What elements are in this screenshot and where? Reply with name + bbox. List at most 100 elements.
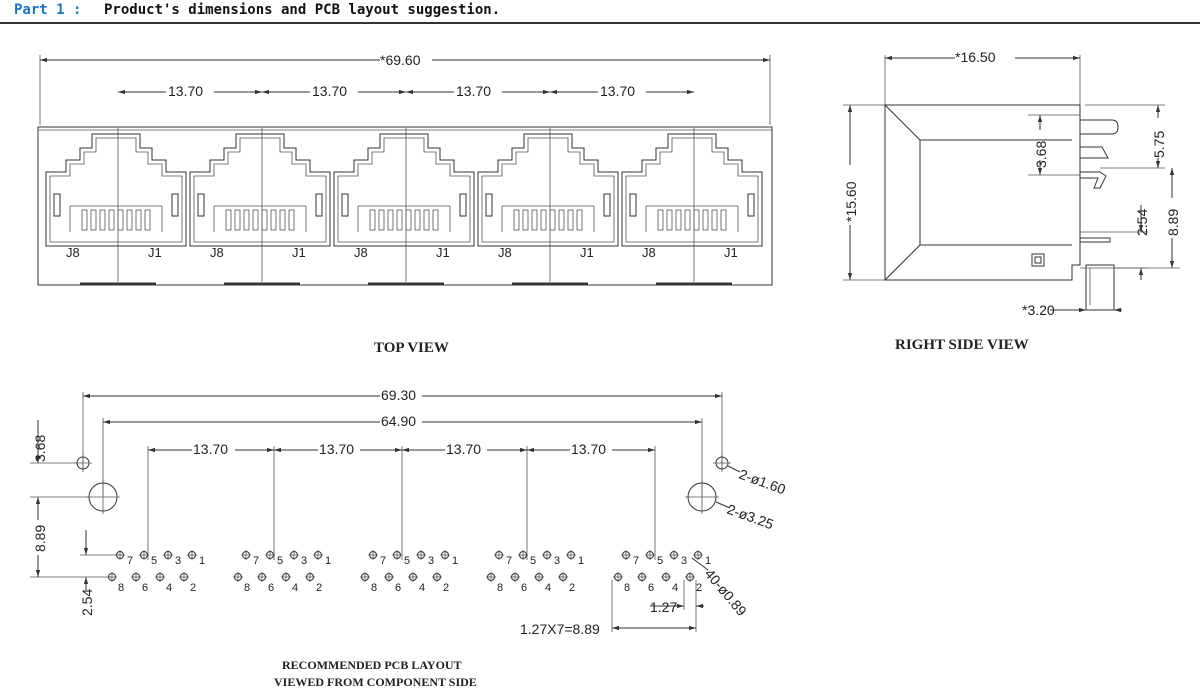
- top-pitch-3: 13.70: [456, 83, 491, 99]
- pin-number: 7: [633, 555, 639, 567]
- port-label-j8: J8: [210, 245, 224, 260]
- right-side-caption: RIGHT SIDE VIEW: [895, 337, 1029, 353]
- pcb-caption-line2: VIEWED FROM COMPONENT SIDE: [274, 675, 477, 689]
- pin-group: 7 8 5 6 3 4 1 2: [233, 550, 331, 594]
- pin-number: 8: [624, 582, 630, 594]
- pin-number: 4: [545, 582, 551, 594]
- top-pitch-1: 13.70: [168, 83, 203, 99]
- rj45-port: J8 J1: [477, 128, 619, 286]
- side-3-20: *3.20: [1022, 302, 1055, 318]
- side-5-75: 5.75: [1151, 131, 1167, 158]
- rj45-port: J8 J1: [45, 128, 187, 286]
- pcb-3-68: 3.68: [32, 435, 48, 462]
- pin-number: 5: [530, 555, 536, 567]
- port-label-j1: J1: [724, 245, 738, 260]
- pin-group: 7 8 5 6 3 4 1 2: [360, 550, 458, 594]
- pin-number: 5: [657, 555, 663, 567]
- rj45-ports: J8 J1 J8 J1 J8 J1 J8 J1 J8 J1: [45, 128, 763, 286]
- part-label: Part 1 :: [14, 2, 82, 18]
- pcb-outer-width: 69.30: [381, 387, 416, 403]
- port-label-j8: J8: [66, 245, 80, 260]
- hole-large-callout: 2-ø3.25: [725, 501, 776, 533]
- top-pitch-4: 13.70: [600, 83, 635, 99]
- pin-number: 2: [190, 582, 196, 594]
- pin-number: 8: [371, 582, 377, 594]
- side-depth: *16.50: [955, 49, 996, 65]
- right-side-view: *16.50 *15.60 3.68 5.75: [843, 49, 1181, 318]
- top-pitch-2: 13.70: [312, 83, 347, 99]
- pin-number: 4: [672, 582, 678, 594]
- pin-number: 3: [428, 555, 434, 567]
- pcb-pitch-dims: 13.70 13.70 13.70 13.70: [147, 441, 656, 560]
- pin-number: 3: [301, 555, 307, 567]
- top-overall-width: *69.60: [380, 52, 421, 68]
- port-label-j8: J8: [354, 245, 368, 260]
- pin-number: 4: [419, 582, 425, 594]
- pin-number: 5: [277, 555, 283, 567]
- top-pitch-dims: 13.70 13.70 13.70 13.70: [118, 83, 694, 99]
- side-3-68: 3.68: [1033, 141, 1049, 168]
- pcb-pitch-2: 13.70: [319, 441, 354, 457]
- side-body: [884, 104, 1081, 281]
- pin-number: 5: [151, 555, 157, 567]
- pin-number: 3: [175, 555, 181, 567]
- pcb-row-span: 1.27X7=8.89: [520, 621, 600, 637]
- pin-number: 7: [506, 555, 512, 567]
- pin-number: 8: [497, 582, 503, 594]
- pin-number: 2: [569, 582, 575, 594]
- pcb-8-89: 8.89: [32, 525, 48, 552]
- pcb-layout: 69.30 64.90 13.70 13.70 13.70 13.70: [30, 387, 788, 637]
- top-view-caption: TOP VIEW: [374, 340, 449, 356]
- pin-number: 1: [199, 555, 205, 567]
- pin-number: 4: [292, 582, 298, 594]
- signal-holes-callout: 40-ø0.89: [702, 566, 750, 619]
- pin-number: 4: [166, 582, 172, 594]
- pin-number: 6: [521, 582, 527, 594]
- port-label-j8: J8: [642, 245, 656, 260]
- pin-number: 6: [648, 582, 654, 594]
- pin-number: 1: [325, 555, 331, 567]
- port-label-j8: J8: [498, 245, 512, 260]
- pin-number: 5: [404, 555, 410, 567]
- pcb-pitch-1: 13.70: [193, 441, 228, 457]
- pin-group: 7 8 5 6 3 4 1 2: [613, 550, 711, 594]
- rj45-port: J8 J1: [333, 128, 475, 286]
- signal-pin-holes: 7 8 5 6 3 4 1 2 7 8 5 6 3 4 1 2 7 8 5 6 3 4 1 2 7 8 5 6 3 4 1 2 7 8 5 6 3 4 1 2: [107, 550, 711, 594]
- port-label-j1: J1: [148, 245, 162, 260]
- pin-number: 2: [316, 582, 322, 594]
- pcb-pin-pitch: 1.27: [650, 599, 677, 615]
- pin-number: 6: [395, 582, 401, 594]
- pin-number: 2: [443, 582, 449, 594]
- pcb-pitch-3: 13.70: [446, 441, 481, 457]
- pin-number: 3: [554, 555, 560, 567]
- part-description: Product's dimensions and PCB layout sugg…: [104, 2, 501, 18]
- port-label-j1: J1: [580, 245, 594, 260]
- pin-number: 1: [705, 555, 711, 567]
- rj45-port: J8 J1: [621, 128, 763, 286]
- port-label-j1: J1: [292, 245, 306, 260]
- port-label-j1: J1: [436, 245, 450, 260]
- pin-number: 6: [268, 582, 274, 594]
- pin-number: 1: [578, 555, 584, 567]
- pin-number: 8: [244, 582, 250, 594]
- pcb-2-54: 2.54: [79, 589, 95, 616]
- pin-number: 7: [380, 555, 386, 567]
- pcb-caption-line1: RECOMMENDED PCB LAYOUT: [282, 658, 462, 672]
- pcb-inner-width: 64.90: [381, 413, 416, 429]
- side-height: *15.60: [843, 181, 859, 222]
- side-2-54: 2.54: [1134, 209, 1150, 236]
- hole-small-callout: 2-ø1.60: [737, 466, 788, 498]
- pin-number: 3: [681, 555, 687, 567]
- pin-number: 2: [696, 582, 702, 594]
- rj45-port: J8 J1: [189, 128, 331, 286]
- pin-group: 7 8 5 6 3 4 1 2: [486, 550, 584, 594]
- pin-number: 1: [452, 555, 458, 567]
- part-header: Part 1 : Product's dimensions and PCB la…: [0, 0, 1200, 24]
- pin-number: 6: [142, 582, 148, 594]
- pin-number: 8: [118, 582, 124, 594]
- pin-number: 7: [253, 555, 259, 567]
- side-8-89: 8.89: [1165, 209, 1181, 236]
- pin-number: 7: [127, 555, 133, 567]
